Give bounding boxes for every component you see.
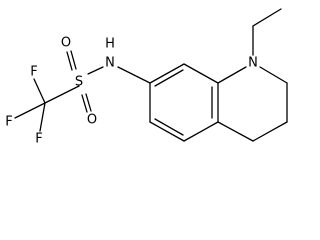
bond-s-o-bottom-a bbox=[81, 94, 88, 113]
atom-f-left: F bbox=[5, 115, 12, 130]
bonds bbox=[14, 8, 288, 142]
bond-c8a-n bbox=[217, 66, 247, 84]
bond-c4-c4a bbox=[217, 121, 254, 142]
atom-f-top: F bbox=[30, 65, 37, 80]
bond-ch2-ch3 bbox=[252, 8, 282, 27]
atom-o-top: O bbox=[61, 36, 71, 51]
bond-c-s bbox=[44, 85, 80, 104]
bond-s-o-bottom-b bbox=[85, 93, 92, 112]
bond-s-o-top-a bbox=[66, 51, 73, 71]
atom-labels: F F F S O O N H N bbox=[5, 36, 258, 147]
atom-nh-n: N bbox=[105, 56, 115, 71]
molecule-drawing: F F F S O O N H N bbox=[5, 8, 288, 147]
atom-s: S bbox=[75, 75, 83, 90]
bond-n-c2 bbox=[259, 66, 288, 84]
bond-ar-4 bbox=[183, 121, 219, 142]
bond-ar-2 bbox=[183, 63, 219, 84]
bond-c-f2 bbox=[14, 102, 46, 119]
bond-c-f3 bbox=[39, 102, 46, 132]
bond-ar-5-inner bbox=[154, 118, 184, 136]
bond-c-f1 bbox=[33, 78, 46, 104]
bond-n-ring bbox=[117, 66, 151, 84]
bond-ar-1 bbox=[149, 63, 185, 84]
bond-ar-5 bbox=[149, 121, 185, 142]
atom-o-bottom: O bbox=[87, 113, 97, 128]
bond-ar-1-inner bbox=[154, 69, 184, 87]
atom-f-bottom: F bbox=[35, 132, 42, 147]
bond-s-n bbox=[87, 66, 104, 75]
atom-nh-h: H bbox=[105, 37, 115, 52]
bond-c3-c4 bbox=[252, 121, 288, 142]
structure-canvas: F F F S O O N H N bbox=[5, 8, 288, 147]
bond-s-o-top-b bbox=[70, 50, 77, 70]
atom-ring-n: N bbox=[248, 56, 258, 71]
